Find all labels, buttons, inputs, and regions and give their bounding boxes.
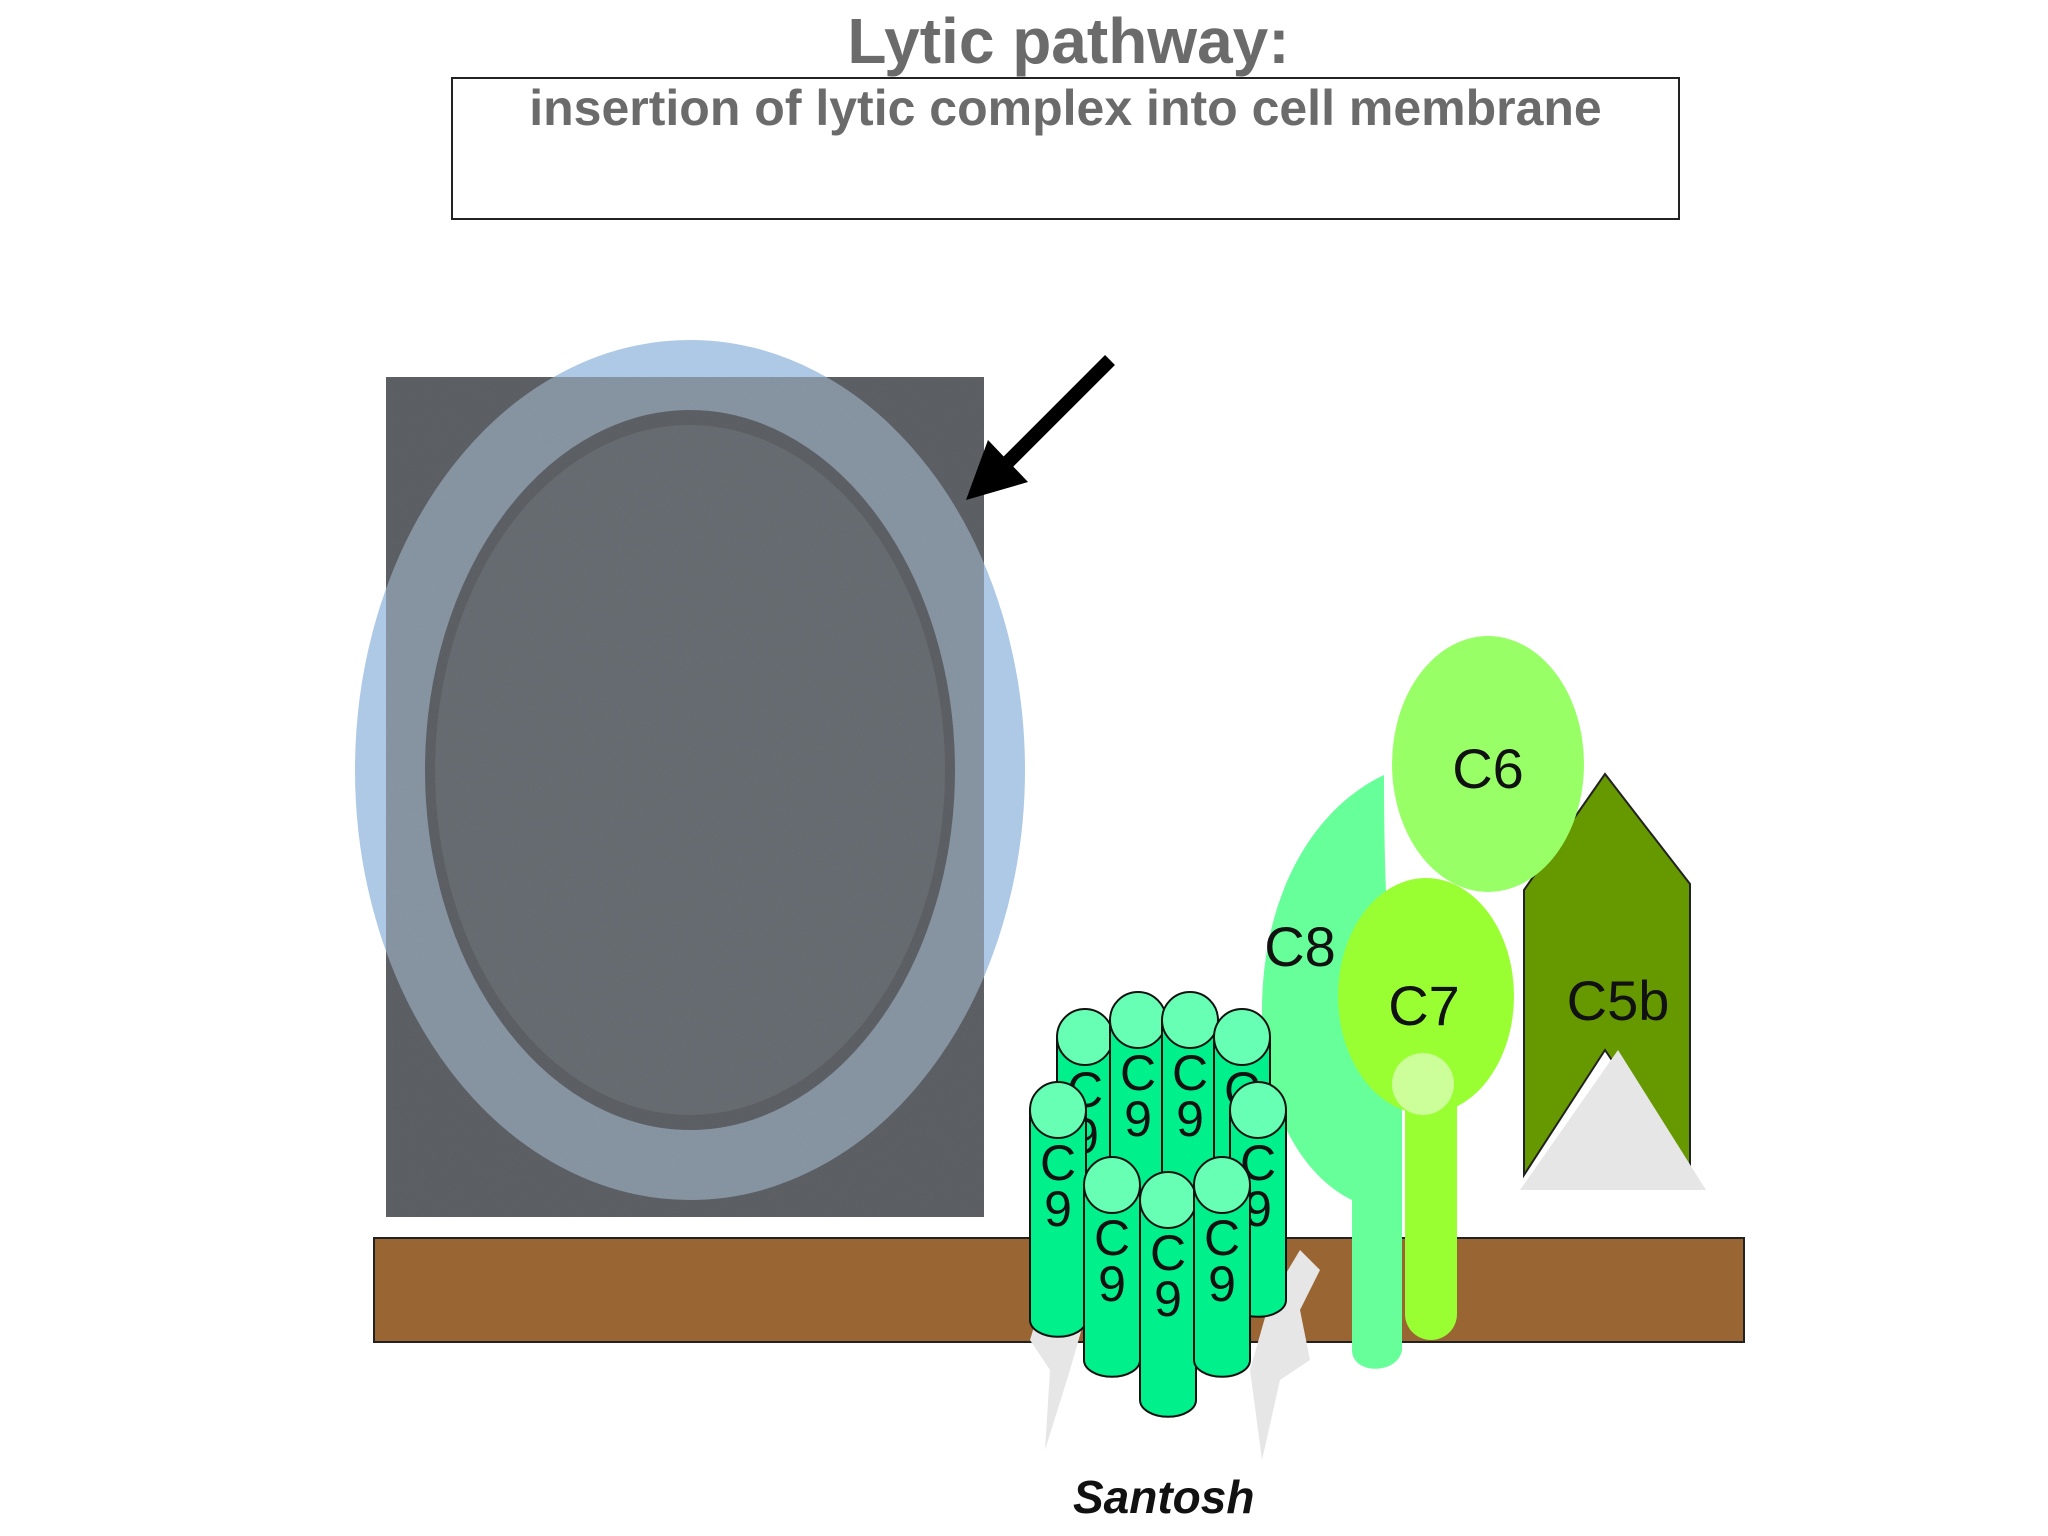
arrow-icon (966, 360, 1110, 500)
c7-label: C7 (1388, 974, 1460, 1037)
micrograph-photo (386, 375, 990, 1217)
author-credit: Santosh (1073, 1470, 1254, 1524)
c8-label: C8 (1264, 915, 1336, 978)
c6-label: C6 (1452, 737, 1524, 800)
c6-component: C6 (1392, 636, 1584, 892)
c5b-label: C5b (1567, 969, 1670, 1032)
